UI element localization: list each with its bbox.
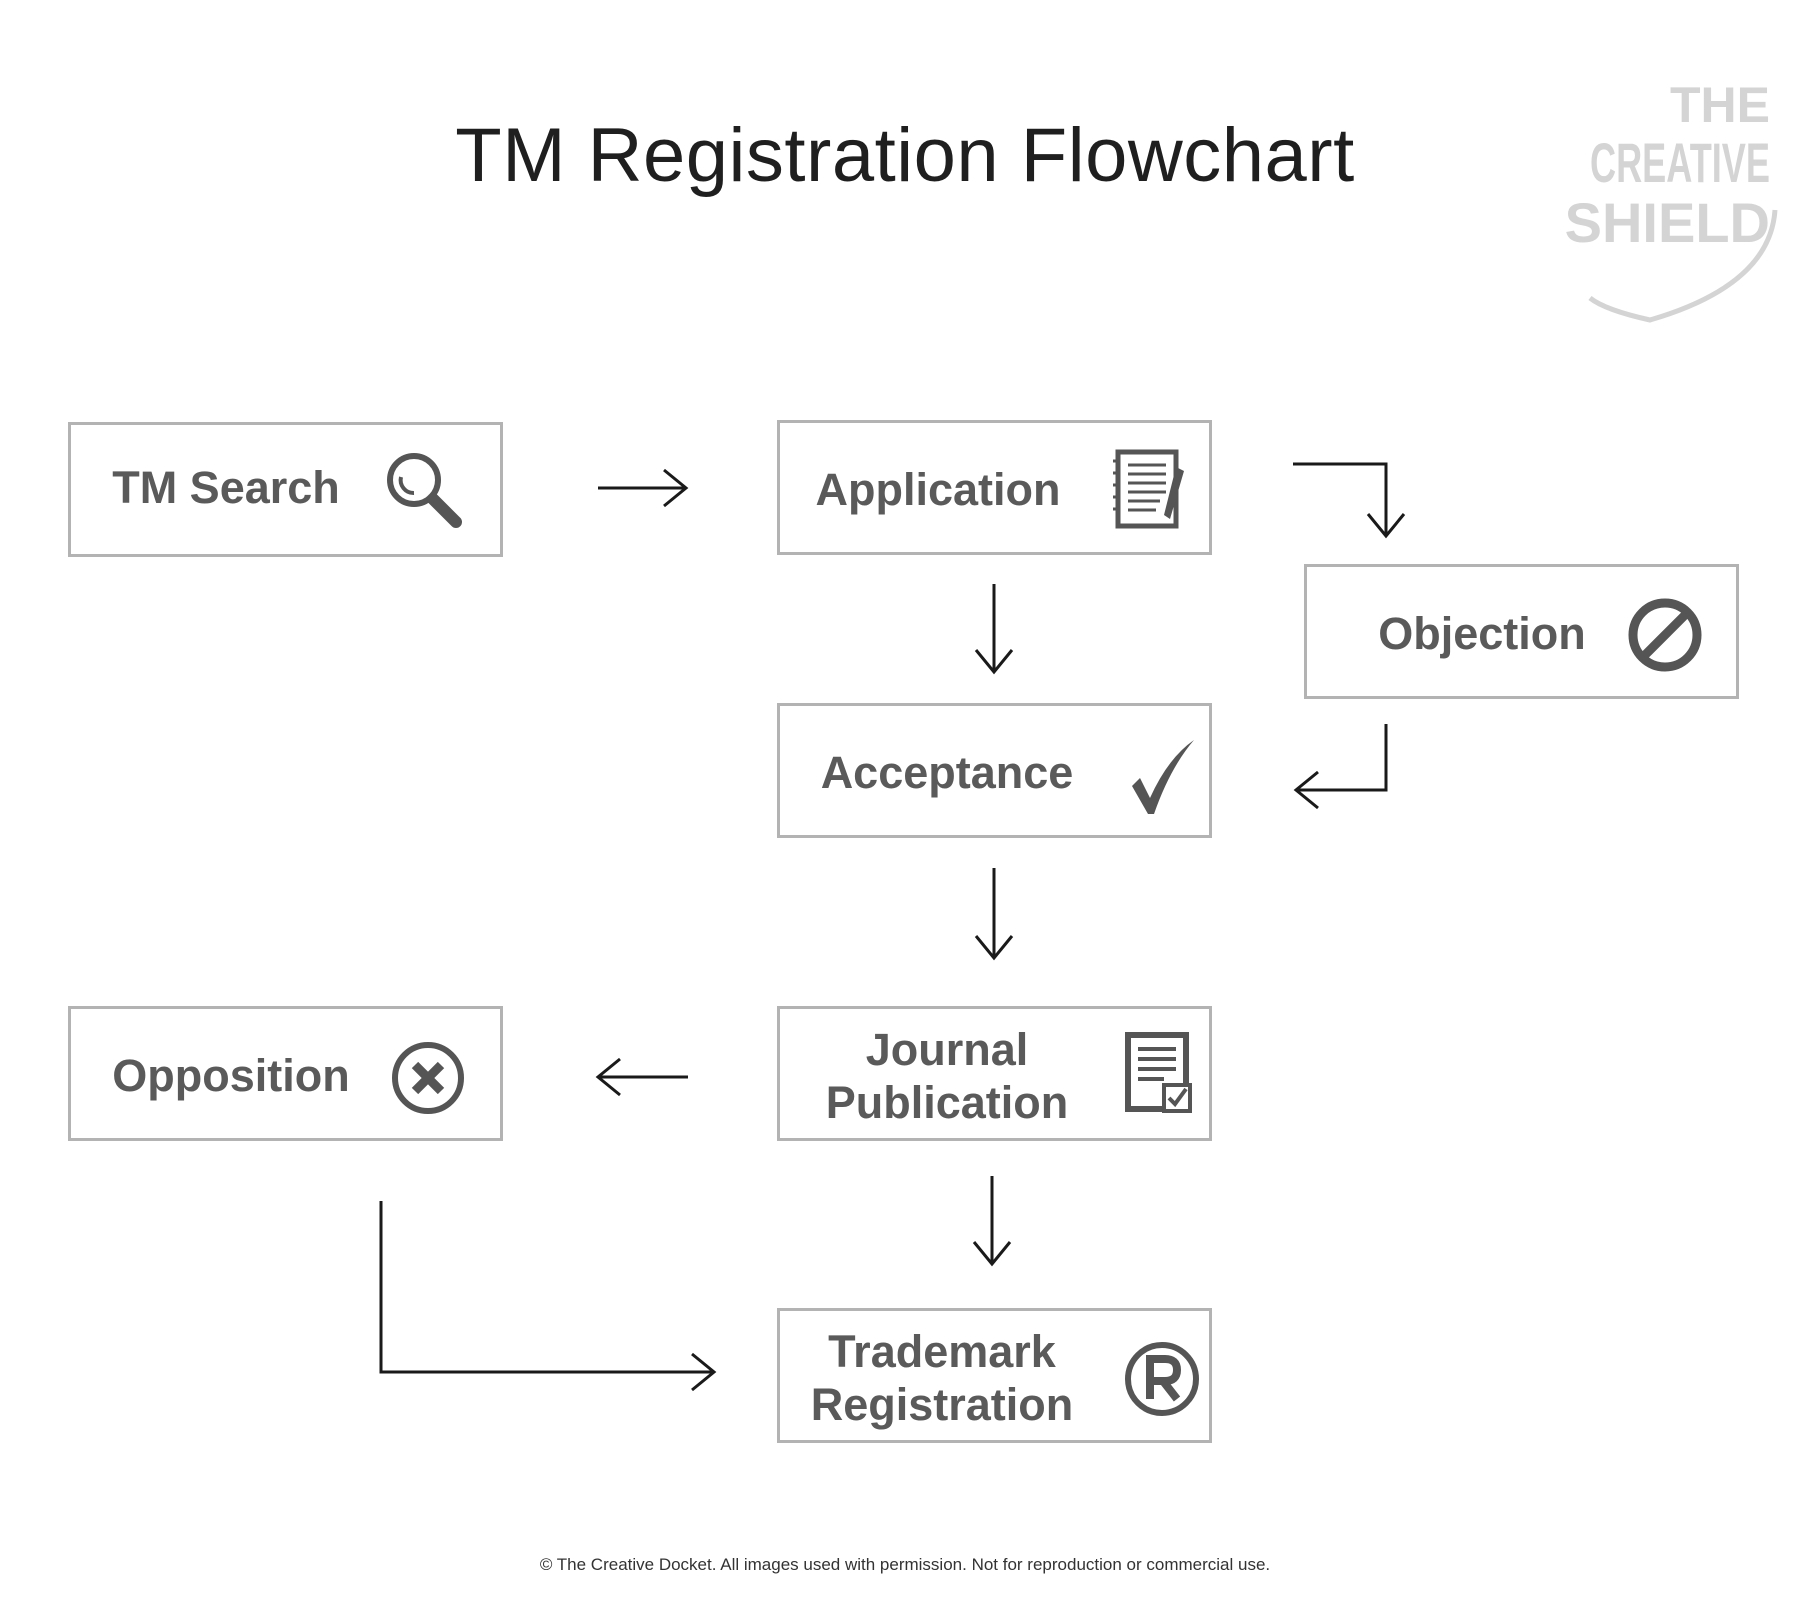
- node-tm-search-label: TM Search: [112, 462, 340, 513]
- logo-shield-curve: [1588, 209, 1778, 323]
- prohibited-icon: [1628, 598, 1702, 672]
- creative-shield-logo: THE CREATIVE SHIELD: [1565, 77, 1778, 323]
- node-objection-label: Objection: [1378, 608, 1586, 659]
- arrow-journal-to-registration: [972, 1176, 1012, 1267]
- copyright-footer: © The Creative Docket. All images used w…: [539, 1555, 1271, 1574]
- checkmark-icon: [1132, 740, 1194, 814]
- node-trademark-registration-label: Trademark Registration: [810, 1326, 1074, 1431]
- node-journal-publication-label: Journal Publication: [825, 1024, 1069, 1129]
- logo-text-creative: CREATIVE: [1590, 131, 1770, 194]
- magnifier-icon: [387, 453, 462, 528]
- node-opposition-label: Opposition: [112, 1050, 350, 1101]
- node-tm-search: TM Search: [68, 422, 503, 557]
- node-application-label: Application: [815, 464, 1061, 515]
- arrow-search-to-application: [598, 468, 689, 508]
- node-application: Application: [777, 420, 1212, 555]
- logo-text-shield: SHIELD: [1565, 191, 1770, 254]
- registered-icon: [1125, 1342, 1199, 1416]
- arrow-application-to-objection: [1293, 462, 1406, 539]
- node-journal-publication: Journal Publication: [777, 1006, 1212, 1141]
- node-opposition: Opposition: [68, 1006, 503, 1141]
- arrow-journal-to-opposition: [595, 1057, 688, 1097]
- node-acceptance-label: Acceptance: [820, 747, 1074, 798]
- arrow-opposition-to-registration: [379, 1201, 717, 1392]
- document-check-icon: [1125, 1032, 1192, 1113]
- node-acceptance: Acceptance: [777, 703, 1212, 838]
- arrow-application-to-acceptance: [974, 584, 1014, 675]
- page-title: TM Registration Flowchart: [455, 113, 1355, 198]
- arrow-acceptance-to-journal: [974, 868, 1014, 961]
- arrow-objection-to-acceptance: [1293, 724, 1388, 810]
- circle-x-icon: [392, 1042, 464, 1114]
- node-trademark-registration: Trademark Registration: [777, 1308, 1212, 1443]
- logo-text-the: THE: [1670, 77, 1770, 133]
- notepad-icon: [1113, 449, 1184, 529]
- node-objection: Objection: [1304, 564, 1739, 699]
